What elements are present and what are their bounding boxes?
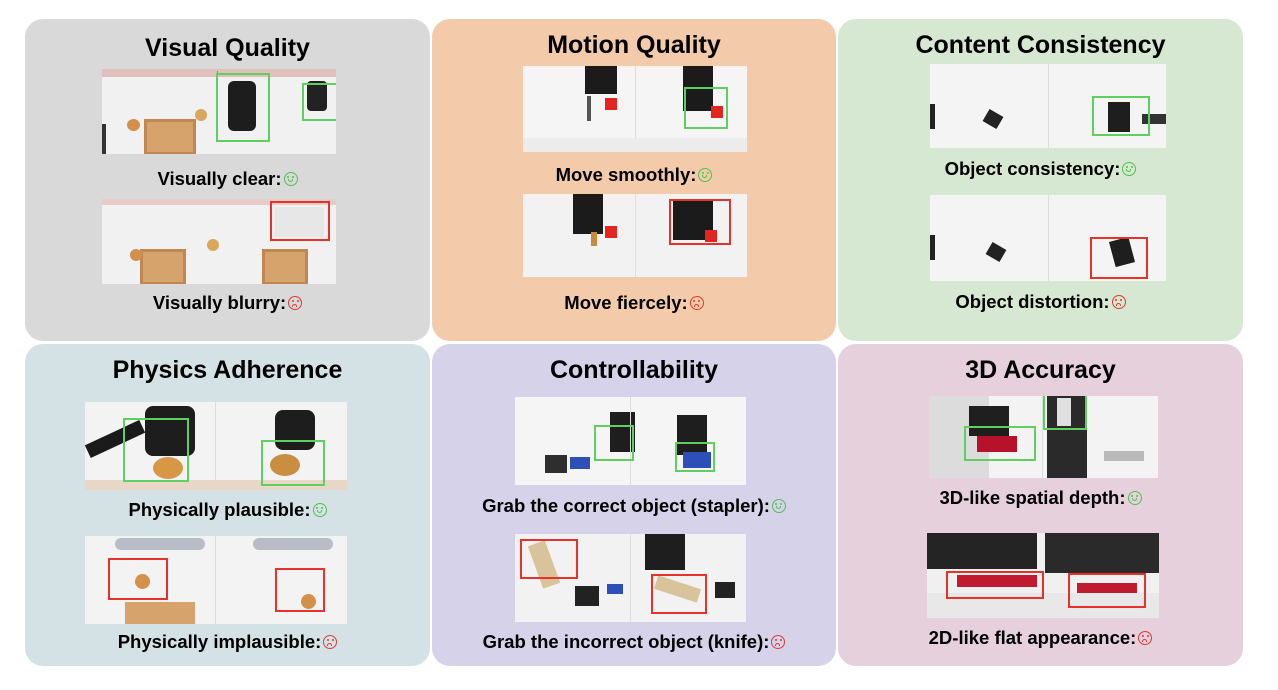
panel-content-consistency: Content Consistency Object consistency: …	[838, 19, 1243, 341]
caption-text: Physically implausible:	[117, 631, 322, 652]
panel-physics-adherence: Physics Adherence Physically plausible: …	[25, 344, 430, 666]
frown-icon	[1138, 631, 1153, 645]
smile-icon	[283, 172, 298, 186]
smile-icon	[1127, 491, 1142, 505]
example-image-good	[85, 402, 347, 490]
caption-text: Object distortion:	[955, 291, 1110, 312]
panel-title: Content Consistency	[915, 31, 1166, 59]
frown-icon	[771, 635, 786, 649]
caption-text: 3D-like spatial depth:	[939, 487, 1126, 508]
caption-good: Move smoothly:	[432, 164, 836, 186]
panel-title: Controllability	[549, 356, 719, 384]
example-image-bad	[515, 534, 746, 622]
caption-bad: Physically implausible:	[25, 631, 430, 653]
caption-good: 3D-like spatial depth:	[838, 487, 1243, 509]
frown-icon	[689, 296, 704, 310]
panel-title: 3D Accuracy	[965, 356, 1116, 384]
example-image-good	[929, 396, 1158, 478]
example-image-bad	[523, 194, 747, 277]
example-image-bad	[102, 199, 336, 284]
panel-visual-quality: Visual Quality Visually clear: Visually …	[25, 19, 430, 341]
frown-icon	[288, 296, 303, 310]
caption-bad: Move fiercely:	[432, 292, 836, 314]
example-image-good	[102, 69, 336, 154]
example-image-bad	[927, 533, 1159, 618]
caption-text: 2D-like flat appearance:	[928, 627, 1137, 648]
caption-bad: Visually blurry:	[25, 292, 430, 314]
caption-good: Visually clear:	[25, 168, 430, 190]
caption-text: Move smoothly:	[555, 164, 697, 185]
example-image-bad	[930, 195, 1166, 281]
panel-title: Motion Quality	[547, 31, 721, 59]
caption-text: Grab the correct object (stapler):	[482, 495, 770, 516]
panel-title: Visual Quality	[145, 34, 310, 62]
frown-icon	[1111, 295, 1126, 309]
caption-bad: Object distortion:	[838, 291, 1243, 313]
caption-text: Object consistency:	[944, 158, 1121, 179]
caption-bad: Grab the incorrect object (knife):	[432, 631, 836, 653]
panel-motion-quality: Motion Quality Move smoothly: Move fierc…	[432, 19, 836, 341]
caption-good: Physically plausible:	[25, 499, 430, 521]
panel-controllability: Controllability Grab the correct object …	[432, 344, 836, 666]
caption-bad: 2D-like flat appearance:	[838, 627, 1243, 649]
smile-icon	[698, 168, 713, 182]
caption-text: Grab the incorrect object (knife):	[482, 631, 770, 652]
smile-icon	[1122, 162, 1137, 176]
panel-3d-accuracy: 3D Accuracy 3D-like spatial depth: 2D-li…	[838, 344, 1243, 666]
smile-icon	[771, 499, 786, 513]
caption-good: Grab the correct object (stapler):	[432, 495, 836, 517]
caption-good: Object consistency:	[838, 158, 1243, 180]
example-image-good	[515, 397, 746, 485]
caption-text: Visually clear:	[157, 168, 282, 189]
frown-icon	[323, 635, 338, 649]
caption-text: Physically plausible:	[128, 499, 311, 520]
caption-text: Move fiercely:	[564, 292, 688, 313]
panel-title: Physics Adherence	[112, 356, 343, 384]
caption-text: Visually blurry:	[152, 292, 287, 313]
example-image-good	[523, 66, 747, 152]
example-image-bad	[85, 536, 347, 624]
example-image-good	[930, 64, 1166, 148]
smile-icon	[312, 503, 327, 517]
